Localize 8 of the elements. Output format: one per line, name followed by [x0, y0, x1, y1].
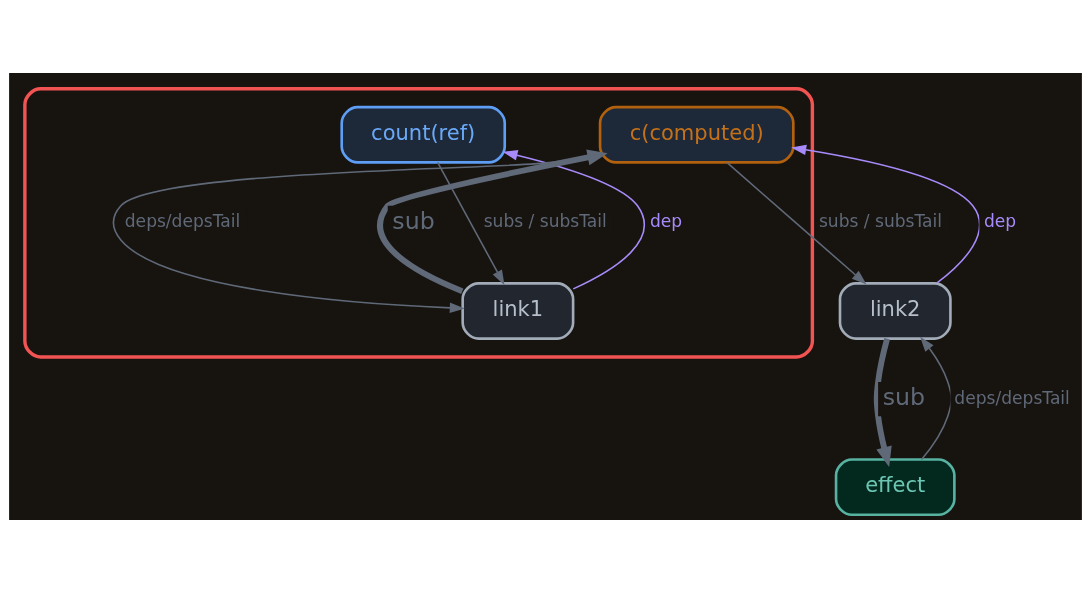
edge-label: dep: [983, 211, 1017, 232]
edge-label: dep: [650, 211, 683, 232]
edge-label: subs / subsTail: [818, 211, 943, 232]
edge-label: subs / subsTail: [483, 211, 607, 232]
edge-label: sub: [882, 382, 926, 411]
edge-label: deps/depsTail: [124, 211, 241, 232]
edge-label: sub: [392, 206, 435, 235]
edge-label: deps/depsTail: [954, 387, 1070, 408]
